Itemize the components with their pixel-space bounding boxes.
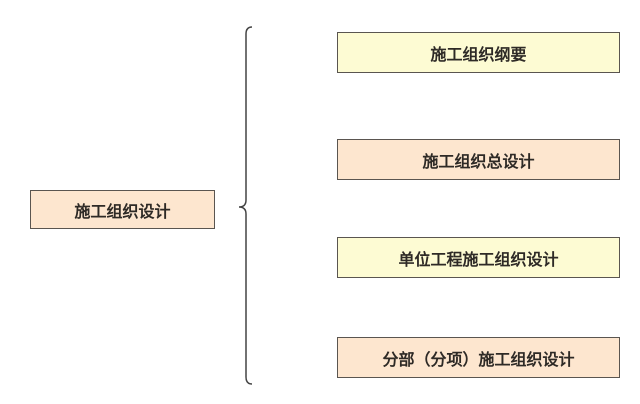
child-node-general-design: 施工组织总设计: [337, 139, 620, 180]
root-node-construction-organization-design: 施工组织设计: [30, 190, 215, 229]
child-node-unit-project-design: 单位工程施工组织设计: [337, 237, 620, 278]
child-node-outline: 施工组织纲要: [337, 32, 620, 73]
child-node-subdivision-design: 分部（分项）施工组织设计: [337, 337, 620, 378]
